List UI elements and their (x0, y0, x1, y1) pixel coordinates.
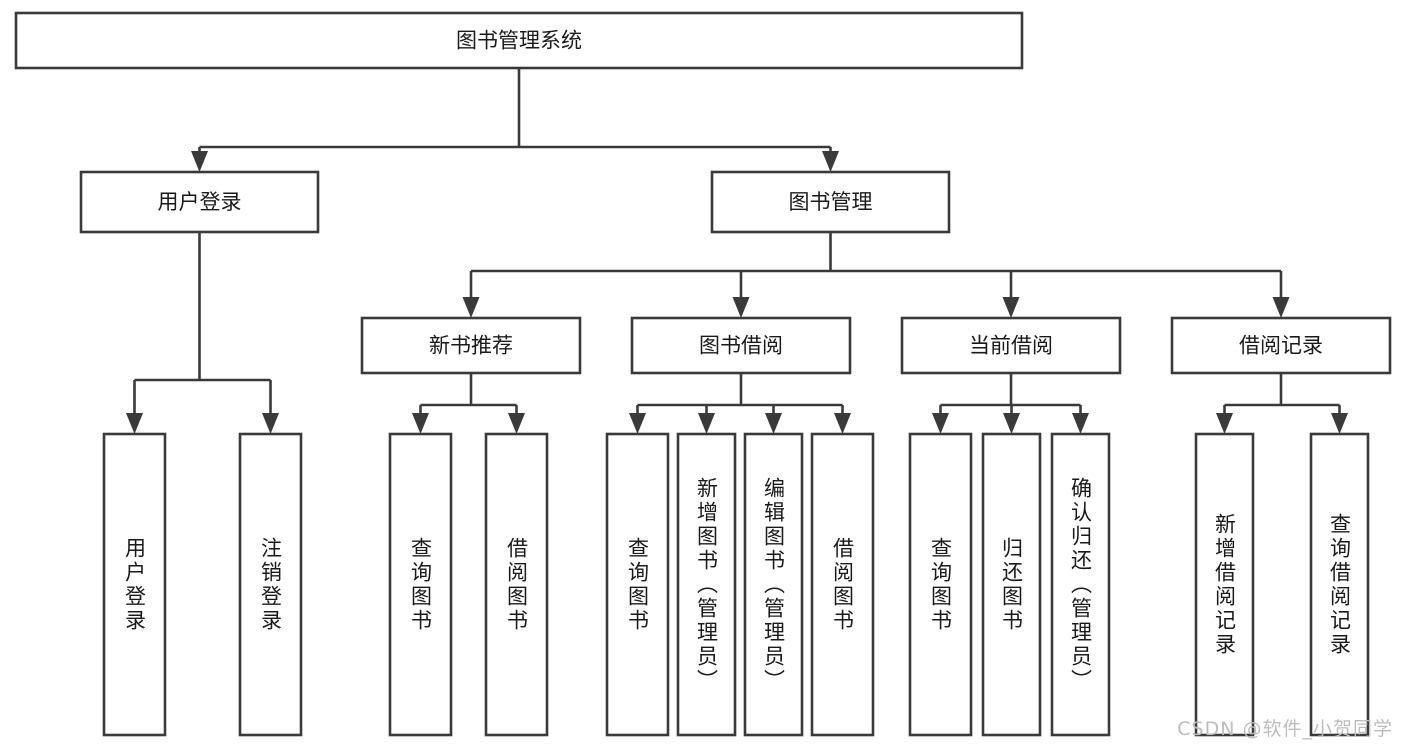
arrow-head-icon (932, 413, 949, 434)
node-leaf-add-book-box[interactable] (676, 432, 737, 737)
arrow-head-icon (1331, 413, 1348, 434)
node-borrow-record-label: 借阅记录 (1239, 334, 1323, 358)
arrow-head-icon (834, 413, 851, 434)
node-root-label: 图书管理系统 (456, 29, 582, 53)
arrow-head-icon (698, 413, 715, 434)
arrow-head-icon (262, 413, 279, 434)
arrow-head-icon (1072, 413, 1089, 434)
arrow-head-icon (126, 413, 143, 434)
node-leaf-query-book-2-box[interactable] (605, 432, 670, 737)
connector-layer (126, 68, 1348, 434)
arrow-head-icon (1272, 297, 1290, 318)
node-book-manage-label: 图书管理 (789, 190, 873, 214)
node-borrow-record-box[interactable] (1170, 316, 1392, 375)
node-root-box[interactable] (14, 11, 1024, 70)
node-leaf-query-borrow-record-box[interactable] (1309, 432, 1370, 737)
node-book-manage-box[interactable] (710, 170, 951, 234)
node-current-borrow-box[interactable] (900, 316, 1122, 375)
arrow-head-icon (508, 413, 525, 434)
arrow-head-icon (1003, 413, 1020, 434)
node-box-layer (14, 11, 1392, 737)
node-new-book-recommend-box[interactable] (360, 316, 582, 375)
arrow-head-icon (1002, 297, 1020, 318)
node-book-borrow-box[interactable] (630, 316, 852, 375)
node-leaf-edit-book-box[interactable] (743, 432, 804, 737)
arrow-head-icon (732, 297, 750, 318)
arrow-head-icon (1216, 413, 1233, 434)
node-new-book-recommend-label: 新书推荐 (429, 334, 513, 358)
node-leaf-user-logout-box[interactable] (238, 432, 303, 737)
node-leaf-user-login-box[interactable] (102, 432, 167, 737)
node-leaf-borrow-book-1-box[interactable] (484, 432, 549, 737)
node-leaf-return-book-box[interactable] (981, 432, 1042, 737)
node-leaf-query-book-3-box[interactable] (908, 432, 973, 737)
arrow-head-icon (412, 413, 429, 434)
node-leaf-borrow-book-2-box[interactable] (810, 432, 875, 737)
arrow-head-icon (765, 413, 782, 434)
node-leaf-add-borrow-record-box[interactable] (1194, 432, 1255, 737)
arrow-head-icon (462, 297, 480, 318)
node-book-borrow-label: 图书借阅 (699, 334, 783, 358)
watermark-text: CSDN @软件_小贺同学 (1177, 718, 1393, 740)
arrow-head-icon (629, 413, 646, 434)
node-current-borrow-label: 当前借阅 (969, 334, 1053, 358)
node-leaf-query-book-1-box[interactable] (388, 432, 453, 737)
arrow-head-icon (822, 151, 839, 172)
node-leaf-confirm-return-box[interactable] (1050, 432, 1111, 737)
arrow-head-icon (191, 151, 208, 172)
node-user-login-label: 用户登录 (158, 190, 242, 214)
node-user-login-box[interactable] (79, 170, 320, 234)
